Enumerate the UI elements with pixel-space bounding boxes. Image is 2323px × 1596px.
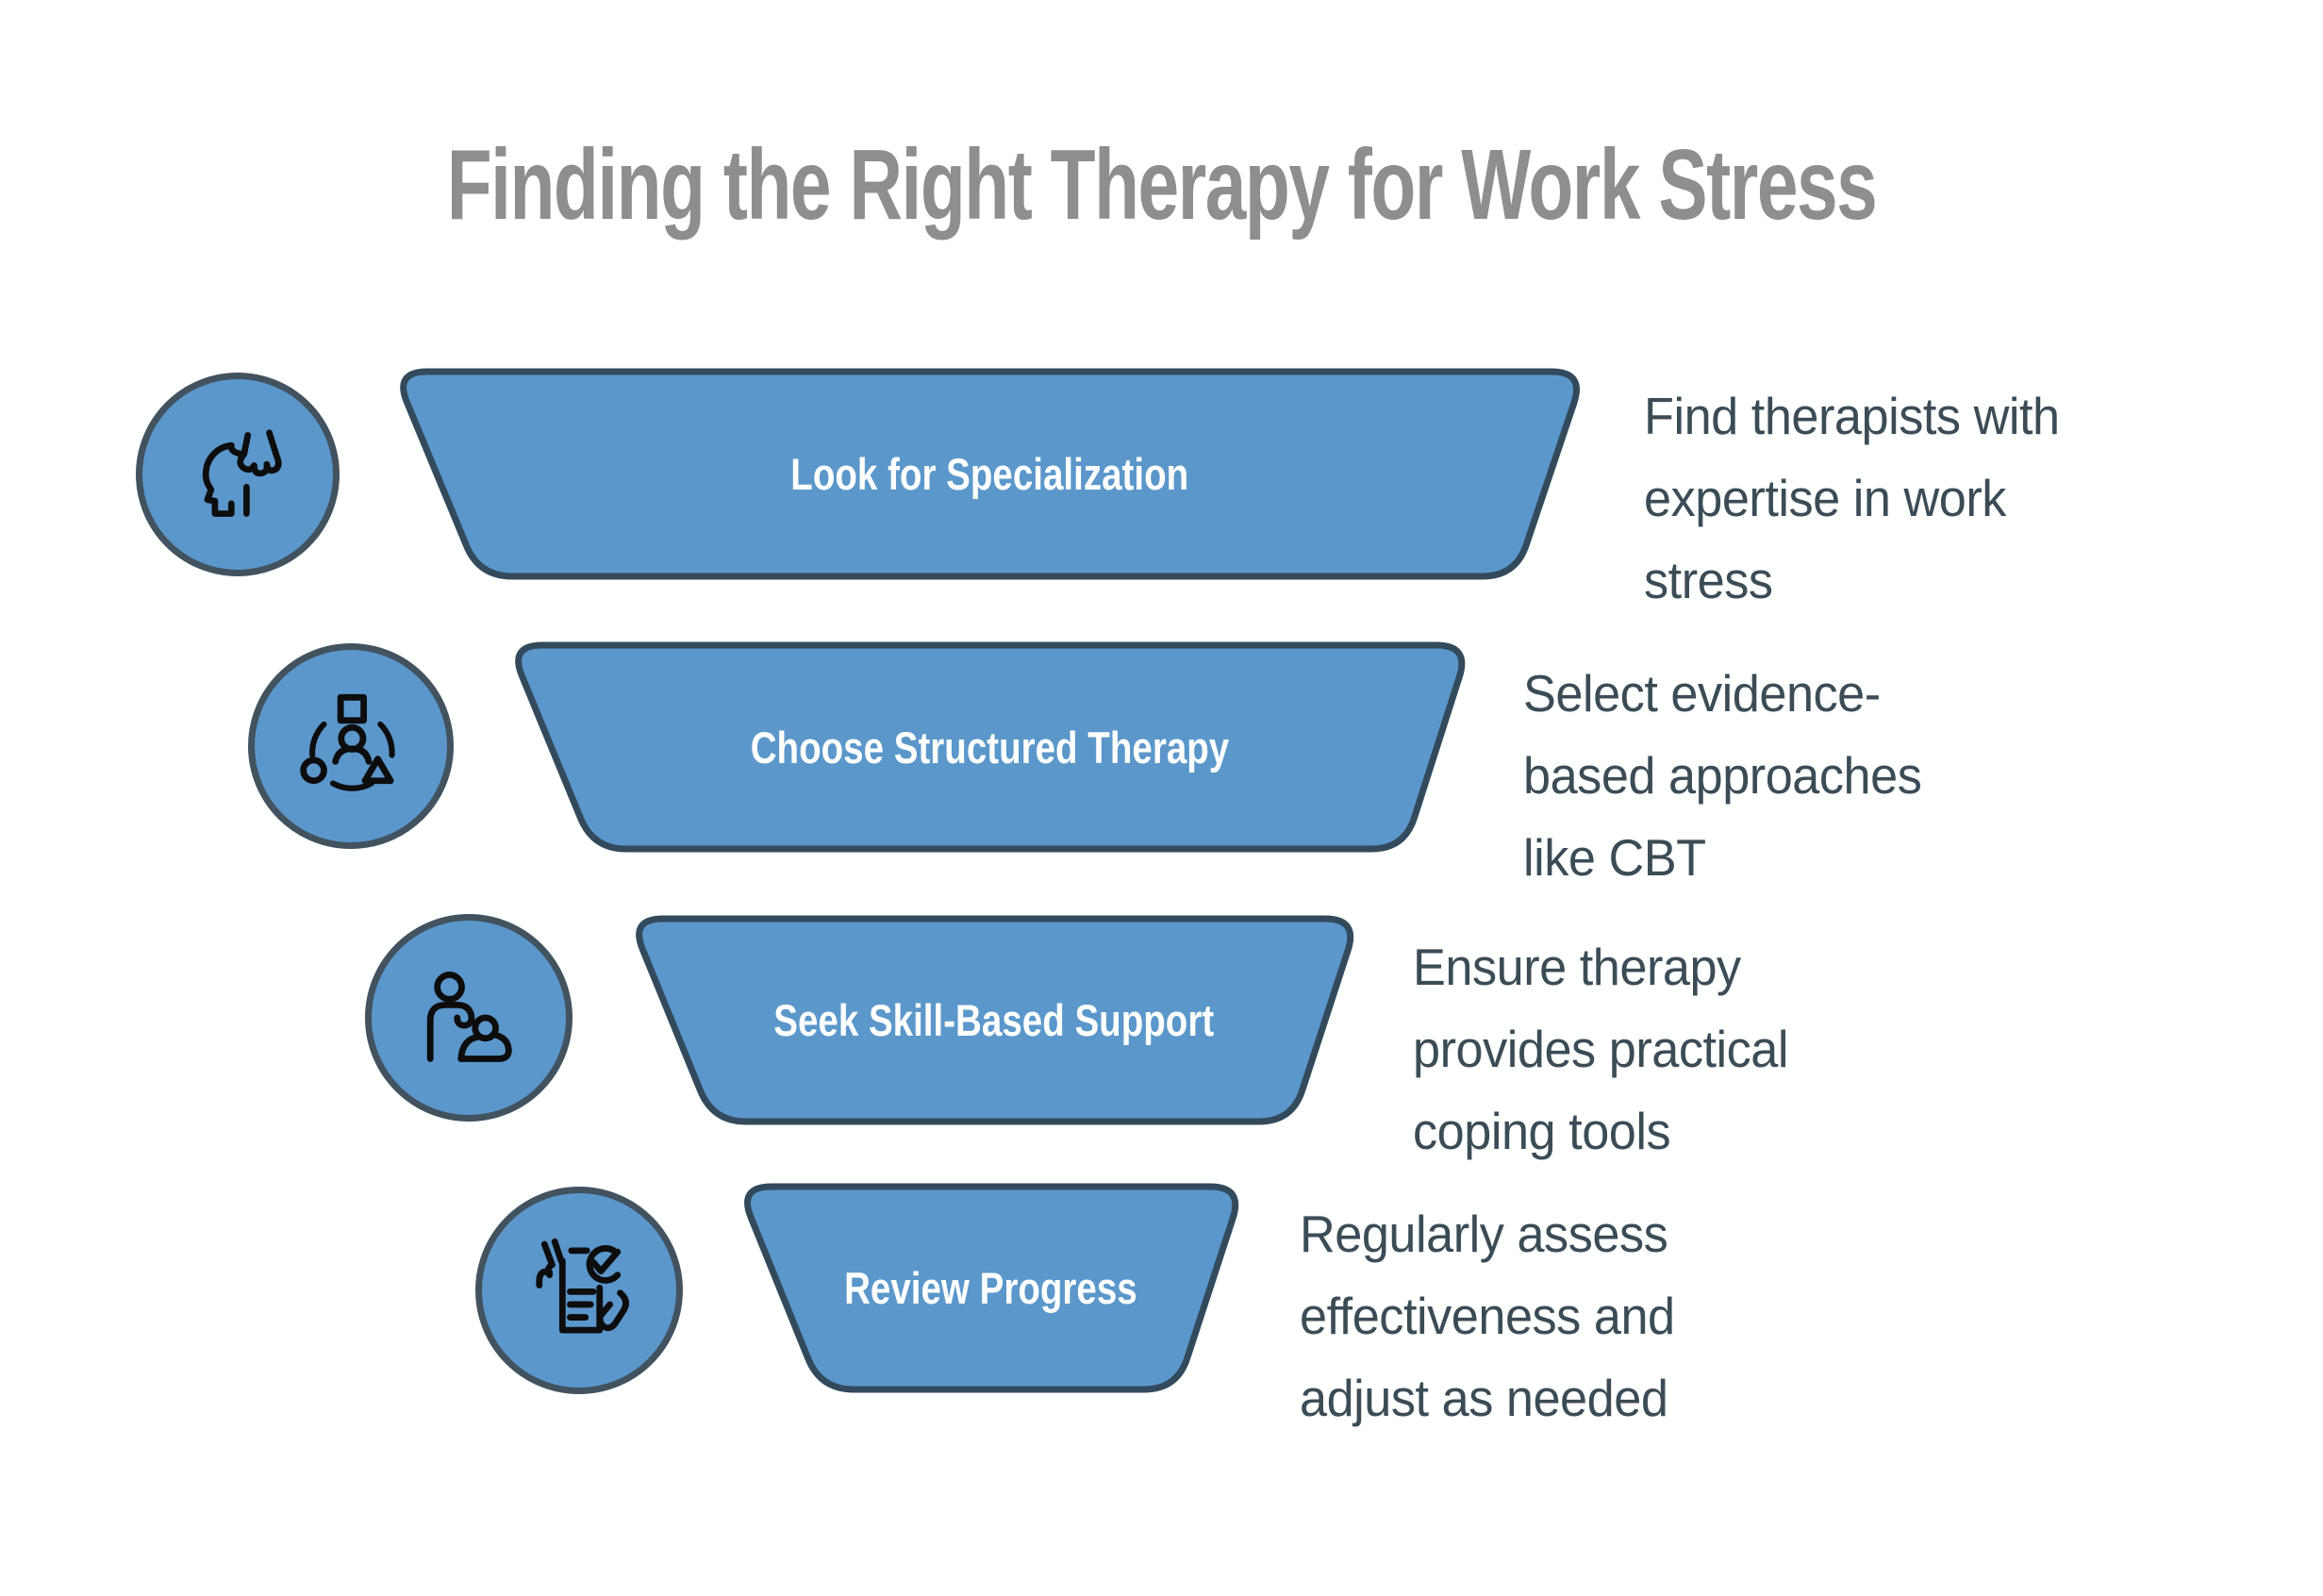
funnel-segment-2 xyxy=(515,641,1466,853)
review-checklist-icon xyxy=(536,1238,629,1334)
head-support-icon xyxy=(202,429,282,517)
step-description-4: Regularly assess effectiveness and adjus… xyxy=(1300,1205,1675,1427)
step-icon-circle-3 xyxy=(365,914,572,1122)
structured-options-icon xyxy=(300,693,395,791)
step-icon-circle-2 xyxy=(248,643,454,849)
funnel-segment-1 xyxy=(400,368,1580,580)
step-description-1: Find therapists with expertise in work s… xyxy=(1644,387,2060,609)
step-icon-circle-4 xyxy=(475,1187,683,1394)
supporting-person-icon xyxy=(426,972,512,1062)
funnel-segment-3 xyxy=(636,915,1354,1125)
step-icon-circle-1 xyxy=(136,373,340,576)
funnel-segment-4 xyxy=(744,1183,1239,1393)
page-title: Finding the Right Therapy for Work Stres… xyxy=(446,129,1878,241)
step-description-2: Select evidence-based approaches like CB… xyxy=(1523,664,1922,887)
step-description-3: Ensure therapy provides practical coping… xyxy=(1413,938,1789,1160)
